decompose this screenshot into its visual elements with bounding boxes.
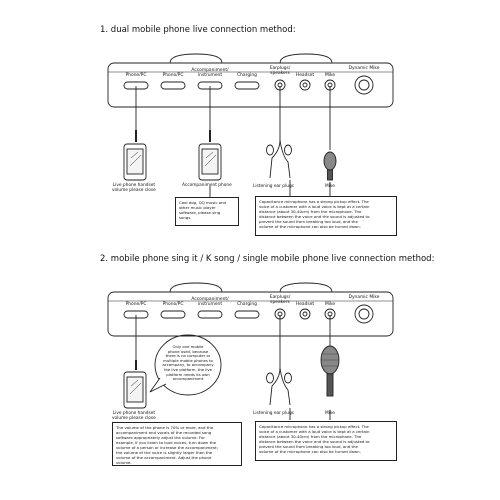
earplug-left-1 (266, 144, 274, 156)
port-label-phone-pc-2: Phone/PC (125, 302, 147, 307)
port-label-dynamic-mike-1: Dynamic Mike (348, 66, 380, 71)
port-label-phono-pc-1: Phono/PC (162, 73, 184, 78)
mike-head-1 (323, 151, 337, 171)
earplug-right-1 (284, 144, 292, 156)
sound-card-body-1 (107, 62, 394, 108)
earplug-left-2 (266, 372, 274, 384)
knob-left-2 (169, 282, 223, 293)
caption-phone-mid-1: Accompaniment phone (182, 183, 232, 188)
caption-earplugs-2: Listening ear plugs (253, 411, 294, 416)
speech-bubble-2 (154, 334, 222, 396)
speech-bubble-text-2: Only one mobile phone used, because ther… (162, 344, 214, 382)
section2-title: 2. mobile phone sing it / K song / singl… (100, 254, 435, 264)
knob-right-1 (279, 53, 333, 64)
knob-right-2 (279, 282, 333, 293)
section1-title: 1. dual mobile phone live connection met… (100, 25, 296, 35)
note-music-software-1: Cool dog, QQ music and other music playe… (175, 197, 239, 226)
caption-mike-1: Mike (325, 184, 335, 189)
port-headset-1 (299, 79, 311, 91)
port-label-phono-pc-2: Phono/PC (162, 302, 184, 307)
port-label-accompaniment-2: Accompaniment/ instrument (191, 297, 229, 307)
caption-earplugs-1: Listening ear plugs (253, 184, 294, 189)
caption-mike-2: Mike (325, 411, 335, 416)
port-dynamic-mike-2 (354, 304, 374, 324)
port-label-mike-1: Mike (324, 73, 336, 78)
port-label-charging-2: Charging (237, 302, 257, 307)
phone-left-2 (123, 371, 147, 409)
port-phono-pc-2 (160, 310, 186, 319)
port-accompaniment-2 (197, 310, 223, 319)
caption-phone-left-2: Live phone handset volume please close (112, 411, 156, 421)
phone-mid-1 (198, 143, 222, 181)
earplug-right-2 (284, 372, 292, 384)
note-capacitance-mic-1: Capacitance microphone has a strong pick… (255, 196, 397, 236)
port-label-mike-2: Mike (324, 302, 336, 307)
port-label-earplugs-2: Earplugs/ speakers (269, 295, 291, 305)
port-label-headset-2: Headset (295, 302, 315, 307)
note-capacitance-mic-2: Capacitance microphone has a strong pick… (255, 421, 397, 461)
port-label-dynamic-mike-2: Dynamic Mike (348, 295, 380, 300)
sound-card-body-2 (107, 291, 394, 337)
port-label-headset-1: Headset (295, 73, 315, 78)
port-charging-1 (234, 81, 260, 90)
port-headset-2 (299, 308, 311, 320)
port-phono-pc-1 (160, 81, 186, 90)
port-label-accompaniment-1: Accompaniment/ instrument (191, 68, 229, 78)
knob-left-1 (169, 53, 223, 64)
port-label-earplugs-1: Earplugs/ speakers (269, 66, 291, 76)
port-label-charging-1: Charging (237, 73, 257, 78)
cable-earplugs-1 (269, 86, 281, 179)
port-dynamic-mike-1 (354, 75, 374, 95)
cable-earplugs-2 (269, 315, 281, 406)
caption-phone-left-1: Live phone handset volume please close (112, 183, 156, 193)
port-charging-2 (234, 310, 260, 319)
note-phone-volume-2: The volume of the phone is 70% or more, … (112, 422, 242, 466)
phone-left-1 (123, 143, 147, 181)
port-label-phone-pc-1: Phone/PC (125, 73, 147, 78)
